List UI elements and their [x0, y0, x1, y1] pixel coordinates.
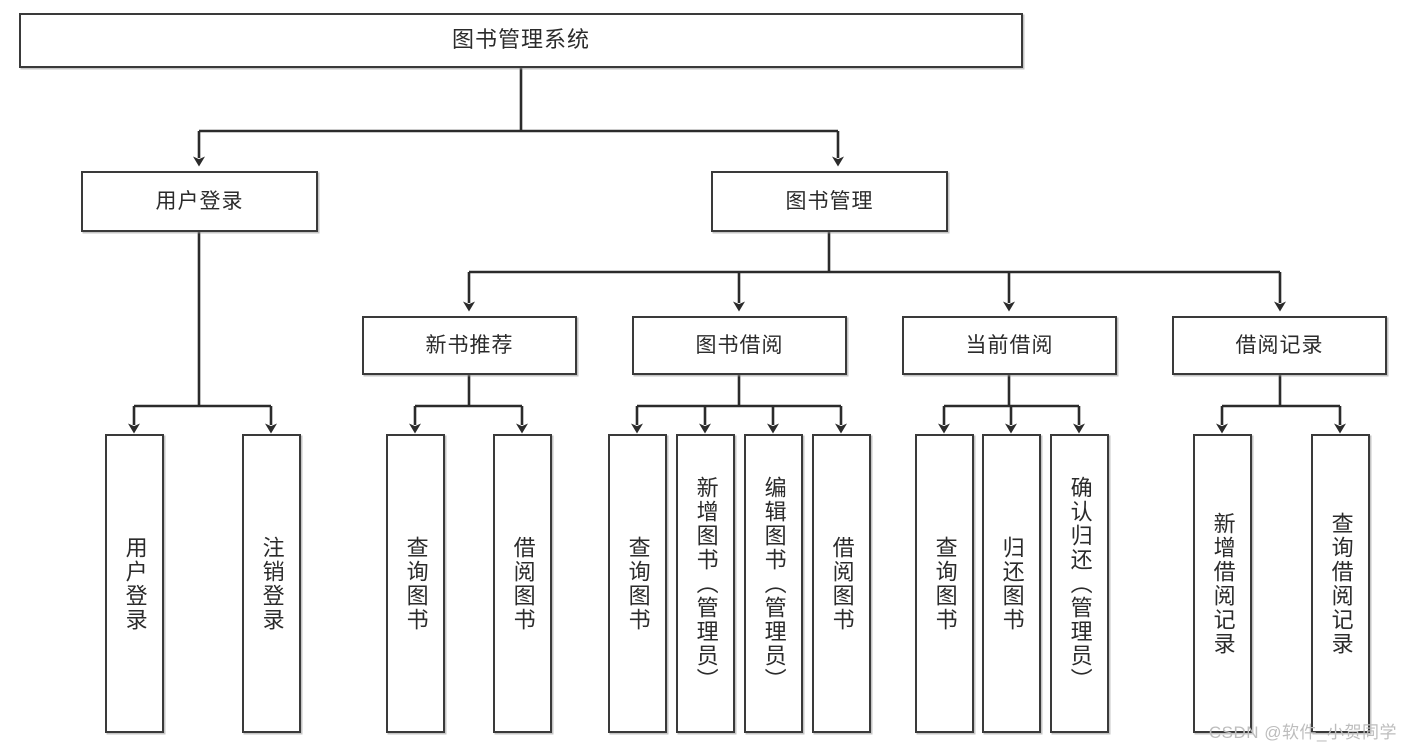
leaf-query-borrow-record[interactable]: 查询借阅记录	[1311, 434, 1370, 733]
node-label: 查询借阅记录	[1328, 511, 1354, 656]
node-book-borrow[interactable]: 图书借阅	[632, 316, 847, 375]
node-borrow-record[interactable]: 借阅记录	[1172, 316, 1387, 375]
leaf-borrow-book-recommend[interactable]: 借阅图书	[493, 434, 552, 733]
node-book-manage[interactable]: 图书管理	[711, 171, 948, 232]
leaf-borrow-book[interactable]: 借阅图书	[812, 434, 871, 733]
node-label: 当前借阅	[965, 333, 1054, 357]
node-label: 注销登录	[259, 535, 285, 632]
node-label: 归还图书	[999, 535, 1025, 632]
leaf-user-login[interactable]: 用户登录	[105, 434, 164, 733]
leaf-add-borrow-record[interactable]: 新增借阅记录	[1193, 434, 1252, 733]
node-label: 新增借阅记录	[1210, 511, 1236, 656]
node-label: 借阅图书	[510, 535, 536, 632]
leaf-edit-book-admin[interactable]: 编辑图书（管理员）	[744, 434, 803, 733]
node-user-login[interactable]: 用户登录	[81, 171, 318, 232]
node-label: 用户登录	[155, 189, 244, 213]
node-label: 图书管理系统	[451, 27, 590, 53]
leaf-query-book-borrow[interactable]: 查询图书	[608, 434, 667, 733]
node-label: 编辑图书（管理员）	[761, 475, 787, 692]
leaf-logout-login[interactable]: 注销登录	[242, 434, 301, 733]
node-label: 借阅记录	[1235, 333, 1324, 357]
node-current-borrow[interactable]: 当前借阅	[902, 316, 1117, 375]
node-label: 查询图书	[932, 535, 958, 632]
watermark-text: CSDN @软件_小贺同学	[1208, 723, 1397, 742]
leaf-add-book-admin[interactable]: 新增图书（管理员）	[676, 434, 735, 733]
node-root-book-management-system[interactable]: 图书管理系统	[19, 13, 1023, 68]
node-label: 新增图书（管理员）	[693, 475, 719, 692]
node-label: 查询图书	[403, 535, 429, 632]
node-label: 图书管理	[785, 189, 874, 213]
node-label: 用户登录	[122, 535, 148, 632]
node-label: 借阅图书	[829, 535, 855, 632]
leaf-confirm-return-admin[interactable]: 确认归还（管理员）	[1050, 434, 1109, 733]
node-new-book-recommend[interactable]: 新书推荐	[362, 316, 577, 375]
node-label: 查询图书	[625, 535, 651, 632]
leaf-query-book-recommend[interactable]: 查询图书	[386, 434, 445, 733]
node-label: 新书推荐	[425, 333, 514, 357]
leaf-return-book[interactable]: 归还图书	[982, 434, 1041, 733]
node-label: 图书借阅	[695, 333, 784, 357]
leaf-query-book-current[interactable]: 查询图书	[915, 434, 974, 733]
node-label: 确认归还（管理员）	[1067, 475, 1093, 692]
